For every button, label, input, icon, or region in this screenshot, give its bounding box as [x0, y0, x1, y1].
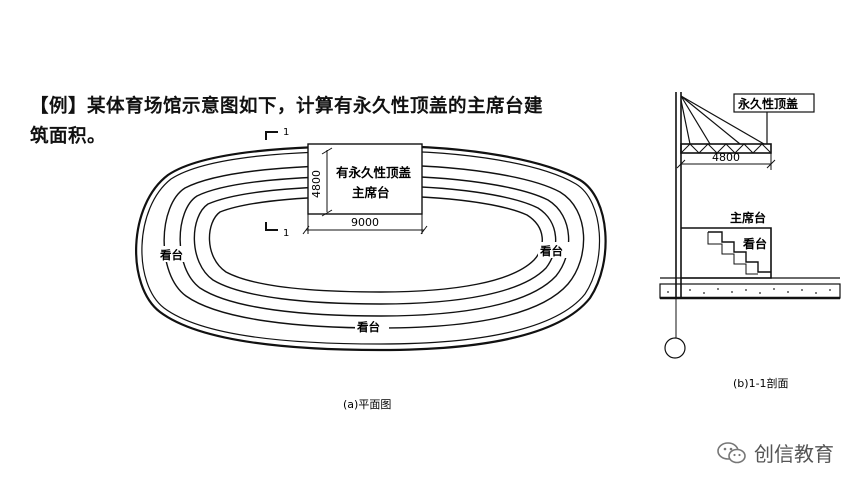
section-dim-text: 4800	[712, 151, 740, 164]
stand-steps	[708, 231, 771, 273]
section-mark-bottom	[265, 222, 278, 231]
callout-box	[733, 93, 815, 113]
section-mark-top	[265, 131, 278, 140]
section-mark-top-label: 1	[283, 127, 289, 138]
section-label-stand: 看台	[743, 236, 767, 251]
section-caption: (b)1-1剖面	[733, 376, 789, 390]
callout-text: 永久性顶盖	[737, 96, 798, 111]
problem-line-1: 【例】某体育场馆示意图如下，计算有永久性顶盖的主席台建	[30, 96, 544, 117]
main-stand-label-line1: 有永久性顶盖	[336, 165, 412, 180]
stand-label-bottom: 看台	[356, 320, 380, 334]
axis-bubble	[664, 337, 686, 359]
stand-label-right: 看台	[539, 244, 563, 258]
plan-dim-vertical-tick-bottom	[321, 209, 333, 217]
problem-statement: 【例】某体育场馆示意图如下，计算有永久性顶盖的主席台建 筑面积。	[30, 92, 630, 152]
section-label-main-stand: 主席台	[730, 210, 766, 225]
watermark: 创信教育	[716, 438, 834, 467]
wechat-icon	[717, 441, 746, 463]
stand-label-left: 看台	[159, 248, 183, 262]
problem-line-2: 筑面积。	[30, 126, 107, 147]
plan-dim-vertical-text: 4800	[310, 170, 323, 198]
section-mark-bottom-label: 1	[283, 228, 289, 239]
plan-dim-vertical-tick-top	[321, 147, 333, 155]
ground-slab	[659, 283, 841, 299]
plan-caption: (a)平面图	[343, 398, 391, 411]
main-stand-label-line2: 主席台	[352, 185, 390, 200]
plan-dim-horizontal-text: 9000	[351, 216, 379, 229]
watermark-text: 创信教育	[754, 442, 834, 466]
